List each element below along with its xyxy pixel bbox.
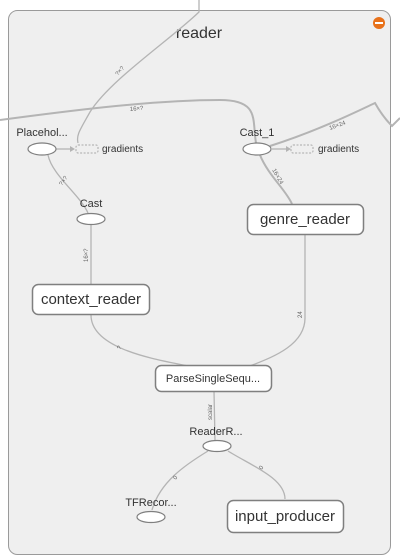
node-genre-reader-label: genre_reader xyxy=(260,211,350,228)
gradients-right-label: gradients xyxy=(318,144,359,155)
node-input-producer[interactable]: input_producer xyxy=(226,499,345,534)
node-context-reader-label: context_reader xyxy=(41,291,141,308)
node-placeholder[interactable]: Placehol... xyxy=(16,127,68,156)
edge-reader-input xyxy=(227,450,286,500)
node-cast1-label: Cast_1 xyxy=(240,127,275,139)
edge-genre-parse xyxy=(249,234,306,367)
gradients-left-label: gradients xyxy=(102,144,143,155)
node-cast-label: Cast xyxy=(80,198,103,210)
node-parse-single-sequence[interactable]: ParseSingleSequ... xyxy=(154,364,273,393)
edge-label-reader-tf: 0 xyxy=(173,475,180,481)
node-reader-read-label: ReaderR... xyxy=(189,426,242,438)
edge-label-cast-context: 16×? xyxy=(84,248,90,262)
edge-reader-tf xyxy=(151,450,209,511)
edge-label-top-in: ?×? xyxy=(115,65,127,77)
node-tfrecord-label: TFRecor... xyxy=(125,497,176,509)
edge-label-context-parse: ? xyxy=(117,345,124,351)
edge-label-parse-reader: scalar xyxy=(208,404,214,420)
node-parse-label: ParseSingleSequ... xyxy=(166,373,260,385)
edge-label-cross-right: 16×24 xyxy=(329,120,348,132)
node-reader-read[interactable]: ReaderR... xyxy=(189,426,243,453)
collapse-icon[interactable] xyxy=(373,17,385,29)
edge-context-parse xyxy=(90,314,189,367)
gradients-right-stub[interactable]: gradients xyxy=(290,144,359,155)
reader-namespace-panel[interactable] xyxy=(8,10,391,555)
edge-label-cross-left: 16×? xyxy=(130,106,145,113)
edge-label-reader-input: 0 xyxy=(259,465,266,471)
edge-cast1-genre xyxy=(259,154,293,205)
edge-parse-reader xyxy=(213,390,216,442)
namespace-title: reader xyxy=(176,25,223,42)
node-cast[interactable]: Cast xyxy=(76,198,106,226)
node-genre-reader[interactable]: genre_reader xyxy=(246,203,365,236)
edge-label-placeholder-cast: ?×? xyxy=(59,175,70,187)
edge-label-genre-parse: 24 xyxy=(298,311,304,318)
node-input-producer-label: input_producer xyxy=(235,508,335,525)
node-tfrecord[interactable]: TFRecor... xyxy=(125,497,177,524)
node-cast1[interactable]: Cast_1 xyxy=(240,127,275,156)
gradients-left-stub[interactable]: gradients xyxy=(75,144,143,155)
edge-cross-right xyxy=(269,101,400,147)
edge-top-in xyxy=(76,0,200,144)
edge-placeholder-cast xyxy=(47,154,89,214)
node-placeholder-label: Placehol... xyxy=(16,127,67,139)
node-context-reader[interactable]: context_reader xyxy=(31,283,151,316)
edge-cross-left xyxy=(0,98,257,144)
